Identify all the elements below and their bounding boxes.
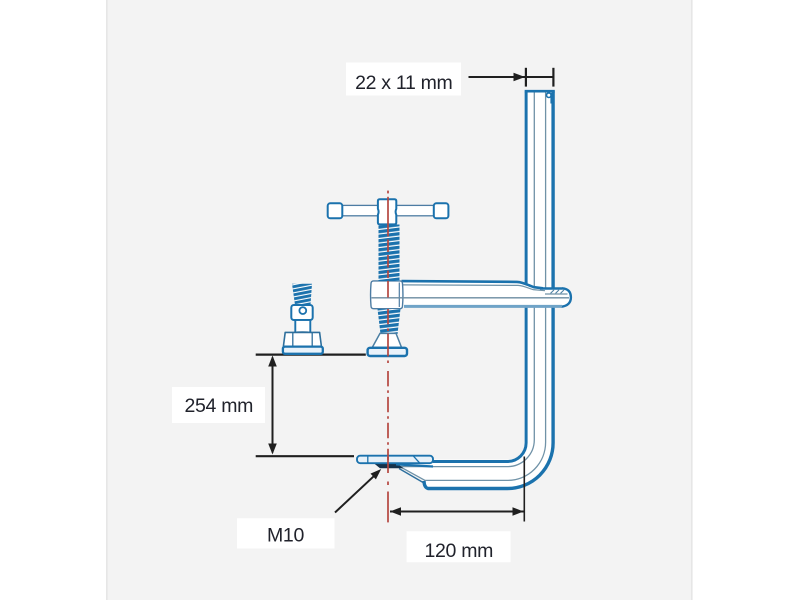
svg-text:254 mm: 254 mm	[184, 395, 253, 417]
svg-text:120 mm: 120 mm	[424, 540, 493, 562]
svg-text:M10: M10	[267, 525, 304, 547]
svg-text:22 x 11 mm: 22 x 11 mm	[355, 72, 452, 94]
